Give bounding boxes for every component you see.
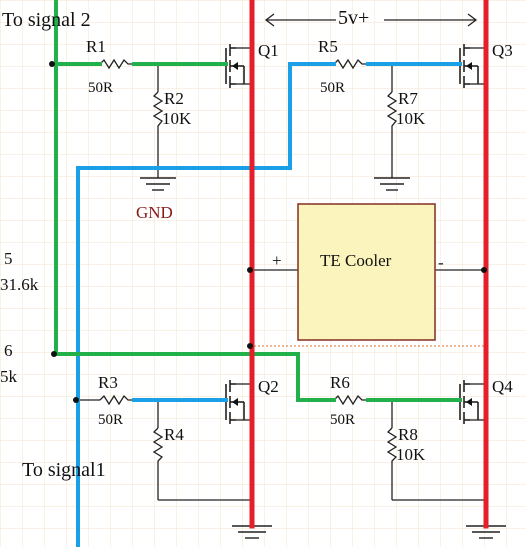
ground-icon-right-top: [374, 177, 410, 191]
q4-label: Q4: [492, 377, 513, 396]
resistor-r1: [99, 58, 134, 70]
r6-ref: R6: [330, 373, 350, 392]
black-wires: [52, 13, 486, 501]
green-wires: [50, 0, 462, 402]
partial-label-6: 6: [4, 341, 13, 360]
ground-symbols: [140, 177, 506, 539]
partial-label-k: 5k: [0, 367, 18, 386]
resistor-r2: [152, 91, 164, 128]
blue-wires: [76, 62, 462, 547]
r5-value: 50R: [320, 80, 345, 96]
te-cooler-label: TE Cooler: [320, 251, 392, 270]
r2-value: 10K: [162, 109, 192, 128]
colored-wires: [50, 0, 489, 547]
resistors: [99, 58, 398, 462]
cooler-minus-sign: -: [438, 253, 444, 272]
r4-ref: R4: [164, 425, 184, 444]
partial-label-1-6k: 31.6k: [0, 275, 39, 294]
power-rails: [249, 0, 489, 529]
resistor-r5: [333, 58, 368, 70]
q1-label: Q1: [258, 41, 279, 60]
signal2-label: To signal 2: [2, 9, 91, 31]
partial-label-5: 5: [4, 249, 13, 268]
r7-value: 10K: [396, 109, 426, 128]
r5-ref: R5: [318, 37, 338, 56]
r3-ref: R3: [98, 373, 118, 392]
supply-label: 5v+: [338, 7, 369, 29]
resistor-r4: [152, 427, 164, 462]
ground-icon-left-top: [140, 177, 176, 191]
resistor-r6: [333, 394, 368, 406]
resistor-r7: [386, 91, 398, 128]
r8-value: 10K: [396, 445, 426, 464]
q3-label: Q3: [492, 41, 513, 60]
r2-ref: R2: [164, 89, 184, 108]
gnd-label: GND: [136, 203, 173, 222]
signal1-label: To signal1: [22, 459, 106, 481]
r3-value: 50R: [98, 412, 123, 428]
mosfets: [225, 44, 479, 424]
r1-ref: R1: [86, 37, 106, 56]
r8-ref: R8: [398, 425, 418, 444]
r6-value: 50R: [330, 412, 355, 428]
resistor-r3: [99, 394, 134, 406]
junction-dots: [49, 61, 487, 403]
r7-ref: R7: [398, 89, 418, 108]
cooler-plus-sign: +: [272, 251, 282, 270]
te-cooler-box: [297, 203, 436, 341]
resistor-r8: [386, 427, 398, 462]
q2-label: Q2: [258, 377, 279, 396]
r1-value: 50R: [88, 80, 113, 96]
